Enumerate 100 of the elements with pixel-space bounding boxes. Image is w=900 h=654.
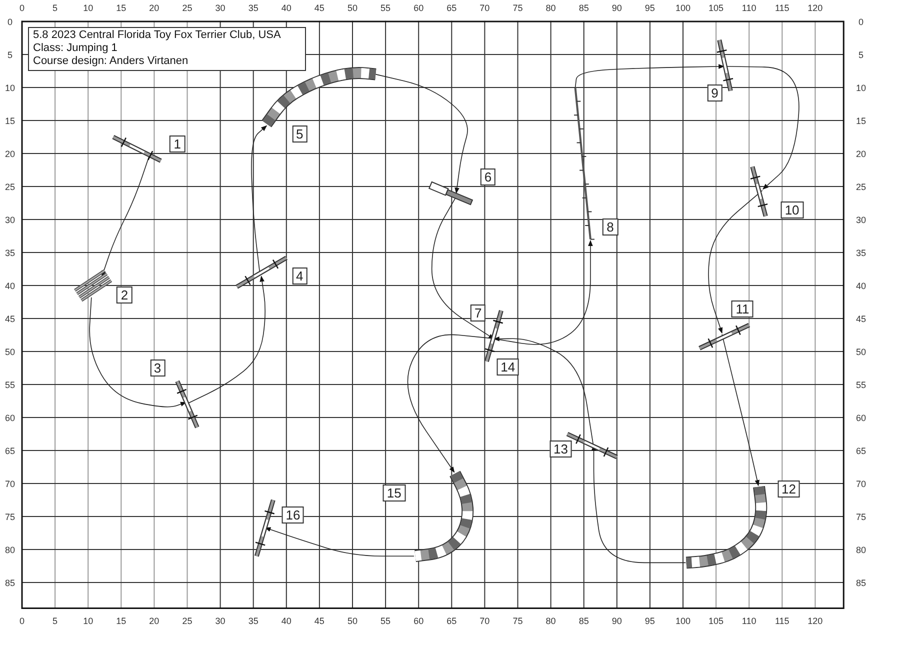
axis-tick-label: 100	[675, 3, 691, 13]
axis-tick-label: 0	[8, 16, 12, 26]
axis-tick-label: 80	[856, 544, 866, 554]
callout-number: 2	[116, 286, 132, 304]
axis-tick-label: 45	[5, 314, 15, 324]
axis-tick-label: 80	[546, 3, 556, 13]
callout-number: 13	[549, 440, 572, 458]
axis-tick-label: 25	[5, 182, 15, 192]
axis-tick-label: 80	[546, 616, 556, 626]
axis-tick-label: 60	[414, 3, 424, 13]
axis-tick-label: 75	[512, 616, 523, 626]
axis-tick-label: 55	[380, 616, 391, 626]
axis-tick-label: 5	[8, 50, 12, 60]
axis-tick-label: 0	[858, 16, 864, 26]
course-path-arrow	[431, 196, 494, 340]
axis-tick-label: 15	[116, 616, 126, 626]
axis-tick-label: 50	[348, 616, 358, 626]
jump-drawing	[566, 432, 618, 460]
axis-tick-label: 20	[149, 616, 160, 626]
axis-tick-label: 25	[182, 3, 192, 13]
axis-tick-label: 120	[808, 3, 823, 13]
course-path-arrow	[264, 527, 414, 556]
jump-drawing	[750, 166, 768, 217]
axis-tick-label: 60	[856, 412, 866, 422]
axis-tick-label: 70	[856, 478, 866, 488]
axis-tick-label: 50	[348, 3, 358, 13]
callout-number: 3	[150, 360, 166, 376]
axis-tick-label: 85	[856, 578, 866, 588]
axis-tick-label: 70	[5, 478, 15, 488]
axis-tick-label: 30	[856, 214, 866, 224]
axis-tick-label: 55	[5, 380, 15, 390]
table-drawing	[428, 181, 474, 206]
axis-tick-label: 55	[380, 3, 391, 13]
axis-tick-label: 90	[612, 3, 622, 13]
axis-tick-label: 50	[856, 346, 866, 356]
axis-tick-label: 105	[708, 3, 724, 13]
axis-tick-label: 30	[215, 616, 226, 626]
axis-tick-label: 45	[314, 3, 324, 13]
axis-tick-label: 85	[578, 616, 589, 626]
axis-tick-label: 40	[5, 280, 15, 290]
axis-tick-label: 65	[446, 616, 457, 626]
axis-tick-label: 100	[675, 616, 691, 626]
course-path-arrow	[493, 336, 594, 444]
axis-tick-label: 5	[858, 50, 864, 60]
axis-tick-label: 25	[182, 616, 192, 626]
axis-tick-label: 110	[742, 616, 756, 626]
tunnel-drawing	[262, 66, 376, 128]
callout-number: 7	[470, 304, 486, 322]
header-text: Class: Jumping 1	[33, 42, 118, 55]
course-path-arrow	[722, 334, 760, 486]
course-path-arrow	[101, 154, 150, 277]
axis-tick-label: 40	[281, 3, 292, 13]
header-text: 5.8 2023 Central Florida Toy Fox Terrier Club, USA	[33, 29, 281, 42]
axis-tick-label: 45	[856, 314, 866, 324]
axis-tick-label: 65	[446, 3, 457, 13]
tunnel-drawing	[686, 486, 768, 569]
axis-tick-label: 70	[480, 616, 490, 626]
jump-drawing	[716, 40, 734, 92]
callout-number: 9	[707, 84, 722, 102]
axis-tick-label: 75	[5, 512, 15, 522]
axis-tick-label: 120	[808, 616, 823, 626]
axis-tick-label: 50	[5, 346, 15, 356]
axis-tick-label: 35	[248, 616, 258, 626]
axis-tick-label: 35	[5, 248, 15, 258]
axis-tick-label: 35	[856, 248, 866, 258]
course-path-arrow	[375, 74, 468, 194]
axis-tick-label: 10	[5, 82, 15, 92]
axis-tick-label: 45	[314, 616, 324, 626]
axis-tick-label: 25	[856, 182, 866, 192]
callout-number: 6	[480, 168, 496, 186]
callout-number: 8	[602, 218, 618, 236]
axis-tick-label: 15	[5, 116, 15, 126]
callout-number: 5	[292, 125, 308, 142]
axis-tick-label: 75	[512, 3, 523, 13]
axis-tick-label: 55	[856, 380, 866, 390]
axis-tick-label: 95	[644, 3, 655, 13]
axis-tick-label: 115	[774, 3, 790, 13]
axis-tick-label: 10	[83, 616, 94, 626]
jump-drawing	[175, 380, 200, 428]
jump-drawing	[112, 134, 162, 163]
axis-tick-label: 20	[5, 148, 15, 158]
jump-drawing	[254, 499, 276, 557]
axis-tick-label: 30	[5, 214, 15, 224]
axis-tick-label: 15	[856, 116, 866, 126]
axis-tick-label: 65	[856, 446, 866, 456]
axis-tick-label: 40	[281, 616, 292, 626]
axis-tick-label: 40	[856, 280, 866, 290]
axis-tick-label: 60	[414, 616, 424, 626]
axis-tick-label: 10	[83, 3, 94, 13]
course-path-arrow	[726, 66, 800, 190]
axis-tick-label: 10	[856, 82, 866, 92]
callout-number: 14	[496, 358, 520, 376]
axis-tick-label: 75	[856, 512, 866, 522]
header-text: Course design: Anders Virtanen	[33, 55, 188, 68]
axis-tick-label: 80	[5, 544, 15, 554]
axis-tick-label: 20	[856, 148, 866, 158]
callout-number: 11	[732, 300, 754, 318]
callout-number: 12	[778, 480, 800, 498]
callout-number: 4	[292, 267, 308, 284]
axis-tick-label: 85	[5, 578, 15, 588]
